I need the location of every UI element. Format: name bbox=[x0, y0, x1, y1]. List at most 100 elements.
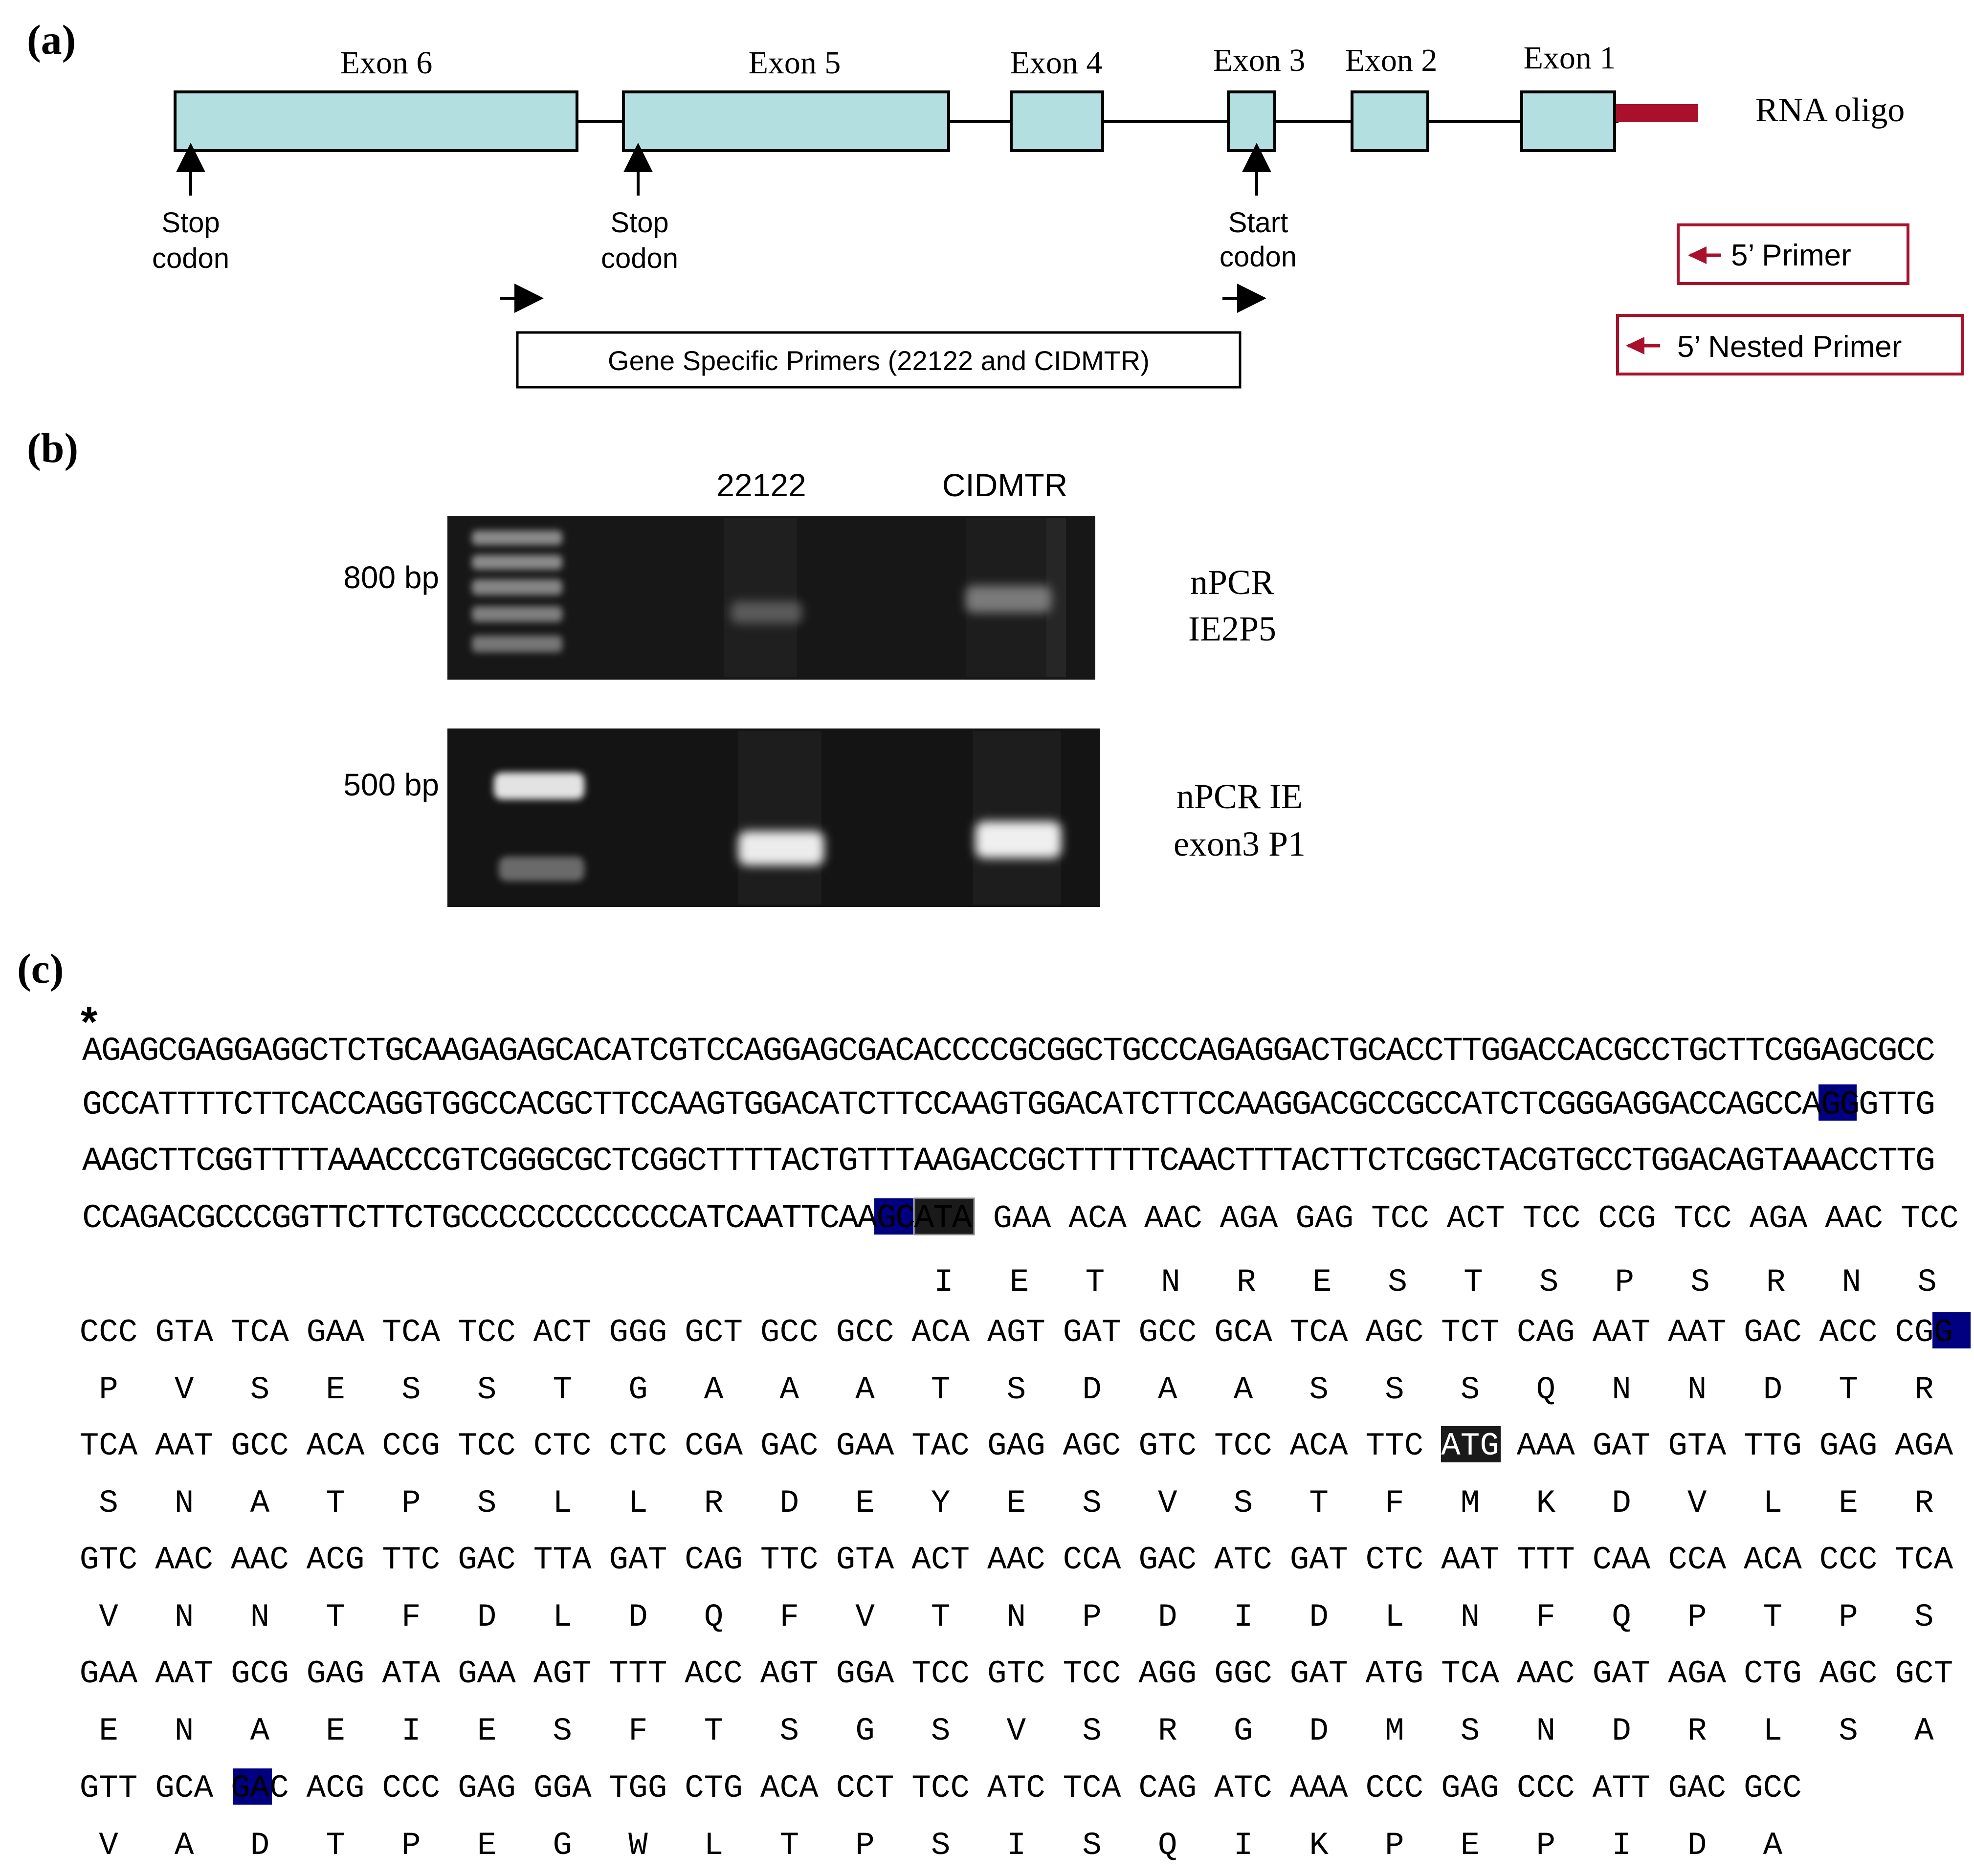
codon: ACA bbox=[1068, 1200, 1127, 1237]
codon: GGC bbox=[1214, 1655, 1272, 1692]
gel1-title-line1: nPCR bbox=[1190, 563, 1274, 602]
codon: AGC bbox=[1819, 1655, 1878, 1692]
amino-acid: S bbox=[477, 1371, 497, 1408]
amino-acid: L bbox=[1763, 1485, 1783, 1522]
codon: AGC bbox=[1365, 1314, 1423, 1351]
codon: CGA bbox=[685, 1428, 743, 1464]
amino-acid: S bbox=[1082, 1827, 1102, 1864]
panel-a: (a) RNA oligo Exon 6 Exon 5 Exon 4 Exon … bbox=[27, 16, 1964, 389]
seq-line-2: GCCATTTTCTTCACCAGGTGGCCACGCTTCCAAGTGGACA… bbox=[82, 1086, 1935, 1124]
amino-acid: Q bbox=[704, 1599, 724, 1635]
amino-acid: I bbox=[401, 1713, 421, 1749]
amino-acid: A bbox=[1914, 1713, 1934, 1749]
codon: TTA bbox=[533, 1542, 592, 1578]
codon: GTC bbox=[80, 1542, 138, 1578]
exon-1-label: Exon 1 bbox=[1524, 40, 1616, 76]
amino-acid: F bbox=[1385, 1485, 1404, 1522]
amino-acid: S bbox=[477, 1485, 497, 1522]
codon: GAT bbox=[1593, 1655, 1651, 1692]
amino-acid: T bbox=[1309, 1485, 1329, 1522]
codon: TCA bbox=[382, 1314, 440, 1351]
codon: GTC bbox=[1138, 1428, 1197, 1464]
codon: ACT bbox=[911, 1542, 970, 1578]
amino-acid: P bbox=[1687, 1599, 1707, 1635]
codon: AAA bbox=[1290, 1770, 1348, 1807]
amino-acid: E bbox=[1839, 1485, 1858, 1522]
codon: CTC bbox=[609, 1428, 667, 1464]
amino-acid: S bbox=[1082, 1713, 1102, 1749]
amino-acid: T bbox=[931, 1599, 951, 1635]
codon: CCG bbox=[1598, 1200, 1656, 1237]
highlight-row1-gg bbox=[1932, 1312, 1971, 1348]
codon: GAT bbox=[609, 1542, 667, 1578]
codon: CTG bbox=[1744, 1655, 1802, 1692]
codon: AAC bbox=[987, 1542, 1045, 1578]
exon-5-box bbox=[622, 90, 950, 152]
codon: CGG bbox=[1895, 1314, 1953, 1351]
amino-acid: S bbox=[401, 1371, 421, 1408]
codon: TCA bbox=[231, 1314, 289, 1351]
codon: TCA bbox=[1063, 1770, 1121, 1807]
codon: CAG bbox=[685, 1542, 743, 1578]
codon: TCC bbox=[1901, 1200, 1959, 1237]
codon: TCA bbox=[1290, 1314, 1348, 1351]
amino-acid: D bbox=[1309, 1713, 1329, 1749]
seq-line-3: AAGCTTCGGTTTTAAACCCGTCGGGCGCTCGGCTTTTACT… bbox=[82, 1142, 1935, 1180]
codon: AGA bbox=[1750, 1200, 1808, 1237]
exon-4-label: Exon 4 bbox=[1010, 45, 1103, 81]
amino-acid: V bbox=[1007, 1713, 1026, 1749]
codon: CAG bbox=[1138, 1770, 1197, 1807]
amino-acid: E bbox=[1010, 1264, 1029, 1301]
amino-acid: E bbox=[99, 1713, 118, 1749]
codon: AGA bbox=[1220, 1200, 1278, 1237]
gel1-size-marker: 800 bp bbox=[343, 560, 439, 595]
codon: TCC bbox=[1371, 1200, 1429, 1237]
amino-acid: I bbox=[1234, 1599, 1253, 1635]
amino-acid: T bbox=[553, 1371, 572, 1408]
amino-acid: S bbox=[1461, 1371, 1480, 1408]
codon: TCC bbox=[1674, 1200, 1732, 1237]
amino-acid: L bbox=[704, 1827, 724, 1864]
amino-acid: F bbox=[401, 1599, 421, 1635]
codon: AAC bbox=[1517, 1655, 1575, 1692]
marker-1-line2: codon bbox=[152, 243, 229, 274]
amino-acid: S bbox=[99, 1485, 118, 1522]
marker-2-line2: codon bbox=[601, 243, 678, 274]
codon: GCC bbox=[836, 1314, 894, 1351]
amino-acid: P bbox=[1615, 1264, 1634, 1301]
amino-acid: T bbox=[779, 1827, 799, 1864]
gel-image-1 bbox=[447, 516, 1095, 680]
codon: CTC bbox=[533, 1428, 592, 1464]
amino-acid: A bbox=[250, 1485, 270, 1522]
amino-acid: A bbox=[779, 1371, 799, 1408]
amino-acid: V bbox=[1687, 1485, 1707, 1522]
codon: ACG bbox=[307, 1770, 365, 1807]
amino-acid: A bbox=[855, 1371, 875, 1408]
codon: AAT bbox=[1441, 1542, 1499, 1578]
amino-acid: S bbox=[931, 1713, 951, 1749]
panel-b-label: (b) bbox=[27, 424, 78, 471]
codon: GAA bbox=[993, 1200, 1051, 1237]
panel-b: (b) 22122 CIDMTR 800 bp nPCR IE2P5 bbox=[27, 424, 1306, 907]
codon: GCA bbox=[1214, 1314, 1272, 1351]
codon: AAT bbox=[155, 1655, 213, 1692]
codon: TCT bbox=[1441, 1314, 1499, 1351]
amino-acid: K bbox=[1536, 1485, 1555, 1522]
amino-acid: V bbox=[99, 1599, 118, 1635]
rna-oligo-bar bbox=[1616, 104, 1698, 122]
amino-acid: N bbox=[250, 1599, 270, 1635]
amino-acid: R bbox=[704, 1485, 724, 1522]
codon: TCC bbox=[458, 1314, 516, 1351]
amino-acid: P bbox=[401, 1827, 421, 1864]
amino-acid: T bbox=[326, 1485, 345, 1522]
gel2-title-line1: nPCR IE bbox=[1176, 777, 1303, 816]
codon: AGT bbox=[760, 1655, 819, 1692]
asterisk-marker: * bbox=[81, 997, 98, 1046]
codon: TAC bbox=[911, 1428, 970, 1464]
amino-acid: D bbox=[628, 1599, 648, 1635]
codon: TTT bbox=[609, 1655, 667, 1692]
codon: AAC bbox=[231, 1542, 289, 1578]
amino-acid: M bbox=[1385, 1713, 1404, 1749]
exon-2-label: Exon 2 bbox=[1345, 43, 1438, 78]
